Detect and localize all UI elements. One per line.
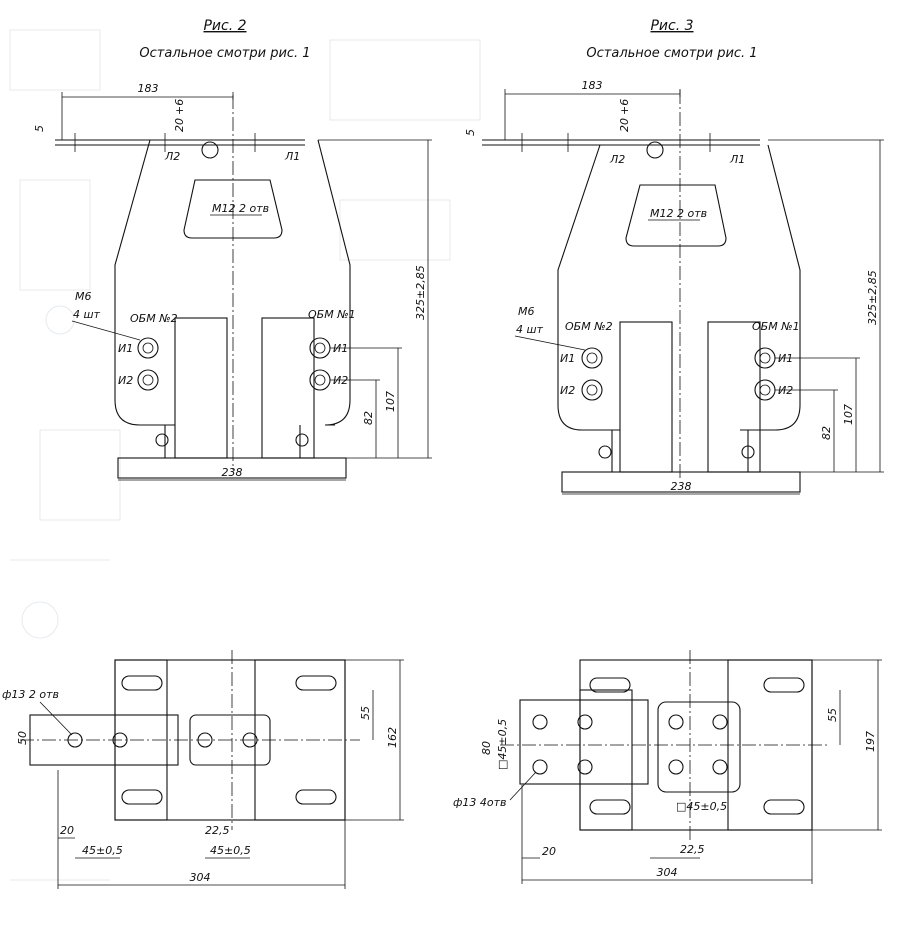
fig3-dim-82: 82 (820, 426, 833, 440)
fig2-label-m6: М6 (75, 290, 92, 303)
fig2-dim-107: 107 (384, 391, 397, 412)
fig2-label-obm1: ОБМ №1 (308, 308, 356, 321)
plan3-dim-22: 22,5 (680, 843, 705, 856)
fig2-label-i2-right: И2 (333, 374, 348, 387)
fig2-dim-183: 183 (138, 82, 159, 95)
plan3-view: 80 □45±0,5 ф13 4отв □45±0,5 55 197 20 22… (453, 650, 882, 884)
fig2-label-obm2: ОБМ №2 (130, 312, 178, 325)
fig3-dim-20: 20 (618, 118, 631, 132)
plan3-dim-55: 55 (826, 708, 839, 722)
plan2-dim-20: 20 (60, 824, 74, 837)
fig2-label-l1: Л1 (284, 150, 300, 163)
plan3-dim-sq: □45±0,5 (496, 719, 509, 770)
fig3-dim-238: 238 (671, 480, 692, 493)
plan2-dim-45b: 45±0,5 (210, 844, 251, 857)
plan2-dim-304: 304 (190, 871, 211, 884)
fig3-note: Остальное смотри рис. 1 (586, 46, 757, 61)
fig3-label-obm1: ОБМ №1 (752, 320, 800, 333)
fig3-label-i1-left: И1 (560, 352, 575, 365)
plan2-dim-50: 50 (16, 731, 29, 745)
fig2-dim-5: 5 (33, 125, 46, 132)
fig2-dim-82: 82 (362, 411, 375, 425)
fig3-dim-5: 5 (464, 129, 477, 136)
plan2-dim-162: 162 (386, 727, 399, 748)
fig2-dim-238: 238 (222, 466, 243, 479)
plan2-dim-55: 55 (359, 706, 372, 720)
background-watermark (9, 29, 481, 881)
fig2-dim-325: 325±2,85 (414, 265, 427, 320)
fig2-caption: Рис. 2 (203, 18, 246, 34)
plan2-hole-label: ф13 2 отв (2, 688, 59, 701)
fig2-label-m12: М12 2 отв (212, 202, 269, 215)
fig2-label-i1-left: И1 (118, 342, 133, 355)
plan2-view: ф13 2 отв 50 55 162 20 45±0,5 22,5 45±0,… (2, 650, 404, 889)
plan3-dim-304: 304 (657, 866, 678, 879)
fig3-front-view: Рис. 3 Остальное смотри рис. 1 183 20 +6… (464, 18, 884, 495)
fig2-front-view: Рис. 2 Остальное смотри рис. 1 (33, 18, 432, 481)
plan3-hole-label: ф13 4отв (453, 796, 507, 809)
fig3-dim-325: 325±2,85 (866, 270, 879, 325)
fig3-dim-107: 107 (842, 404, 855, 425)
fig3-label-m6: М6 (518, 305, 535, 318)
plan2-dim-45a: 45±0,5 (82, 844, 123, 857)
fig3-dim-20-tol: +6 (618, 99, 631, 115)
fig2-dim-20-tol: +6 (173, 99, 186, 115)
plan3-dim-sq2: □45±0,5 (676, 800, 727, 813)
fig3-label-m6-qty: 4 шт (516, 323, 544, 336)
fig3-label-i2-left: И2 (560, 384, 575, 397)
fig2-label-l2: Л2 (164, 150, 180, 163)
fig2-label-m6-qty: 4 шт (73, 308, 101, 321)
fig3-label-obm2: ОБМ №2 (565, 320, 613, 333)
plan3-dim-197: 197 (864, 731, 877, 752)
plan2-dim-22: 22,5 (205, 824, 230, 837)
fig3-label-l2: Л2 (609, 153, 625, 166)
fig3-dim-183: 183 (582, 79, 603, 92)
fig3-label-i1-right: И1 (778, 352, 793, 365)
fig3-label-i2-right: И2 (778, 384, 793, 397)
fig2-label-i2-left: И2 (118, 374, 133, 387)
fig2-note: Остальное смотри рис. 1 (139, 46, 310, 61)
fig2-label-i1-right: И1 (333, 342, 348, 355)
fig2-dim-20: 20 (173, 118, 186, 132)
fig3-label-l1: Л1 (729, 153, 745, 166)
plan3-dim-80: 80 (480, 741, 493, 755)
plan3-dim-20: 20 (542, 845, 556, 858)
fig3-label-m12: М12 2 отв (650, 207, 707, 220)
fig3-caption: Рис. 3 (650, 18, 693, 34)
